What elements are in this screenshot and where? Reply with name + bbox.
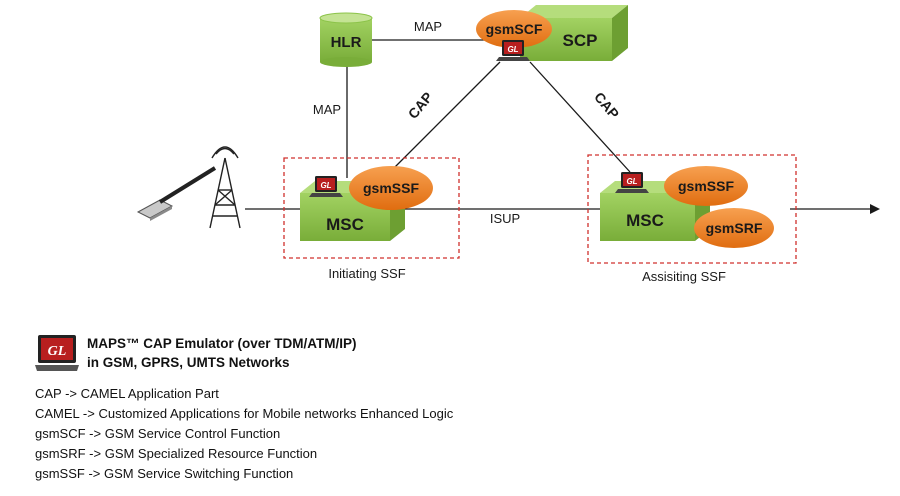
initiating-ssf-caption: Initiating SSF xyxy=(328,266,405,281)
gl-logo-icon: GL xyxy=(35,335,79,371)
gsmssf-assisting-label: gsmSSF xyxy=(678,178,734,194)
msc-initiating-label: MSC xyxy=(326,215,364,234)
assisting-ssf-caption: Assisiting SSF xyxy=(642,269,726,284)
link-label-map-side: MAP xyxy=(313,102,341,117)
definition-item: gsmSSF -> GSM Service Switching Function xyxy=(35,466,294,481)
hlr-node: HLR xyxy=(319,12,373,67)
definition-item: gsmSRF -> GSM Specialized Resource Funct… xyxy=(35,446,318,461)
link-scf-assisting xyxy=(529,61,631,173)
definition-item: gsmSCF -> GSM Service Control Function xyxy=(35,426,281,441)
brand-text: MAPS™ CAP Emulator (over TDM/ATM/IP) in … xyxy=(87,334,357,372)
connection-lines xyxy=(245,39,880,214)
gl-badge-label: GL xyxy=(320,181,331,190)
gsmsrf-label: gsmSRF xyxy=(706,220,763,236)
link-label-cap-left: CAP xyxy=(405,89,436,122)
definitions-list: CAP -> CAMEL Application Part CAMEL -> C… xyxy=(35,384,595,484)
gsmsrf-node: gsmSRF xyxy=(694,208,774,248)
link-label-map-top: MAP xyxy=(414,19,442,34)
link-label-cap-right: CAP xyxy=(591,89,622,122)
gl-laptop-icon: GL xyxy=(496,40,530,61)
scp-label: SCP xyxy=(563,31,598,50)
link-scf-initiating xyxy=(389,61,501,173)
gsmssf-assisting-node: gsmSSF xyxy=(664,166,748,206)
gsmssf-initiating-node: gsmSSF xyxy=(349,166,433,210)
assisting-ssf-group xyxy=(587,154,797,264)
initiating-ssf-group xyxy=(283,157,460,259)
brand-block: GL MAPS™ CAP Emulator (over TDM/ATM/IP) … xyxy=(35,332,595,380)
msc-assisting-label: MSC xyxy=(626,211,664,230)
hlr-label: HLR xyxy=(331,34,362,51)
gl-badge-label: GL xyxy=(507,45,518,54)
gl-logo-label: GL xyxy=(48,344,67,359)
definition-item: CAMEL -> Customized Applications for Mob… xyxy=(35,406,454,421)
mobile-phone-icon xyxy=(136,166,217,221)
link-label-isup: ISUP xyxy=(490,211,520,226)
gsmscf-label: gsmSCF xyxy=(486,21,543,37)
arrow-head xyxy=(870,204,880,214)
legend: GL MAPS™ CAP Emulator (over TDM/ATM/IP) … xyxy=(35,332,595,484)
definition-item: CAP -> CAMEL Application Part xyxy=(35,386,219,401)
gl-laptop-icon: GL xyxy=(615,172,649,193)
brand-title: MAPS™ CAP Emulator (over TDM/ATM/IP) xyxy=(87,336,357,351)
gsmscf-node: gsmSCF xyxy=(476,10,552,48)
gl-badge-label: GL xyxy=(626,177,637,186)
gsmssf-initiating-label: gsmSSF xyxy=(363,180,419,196)
gl-laptop-icon: GL xyxy=(309,176,343,197)
brand-subtitle: in GSM, GPRS, UMTS Networks xyxy=(87,355,290,370)
cell-tower-icon xyxy=(209,146,241,229)
